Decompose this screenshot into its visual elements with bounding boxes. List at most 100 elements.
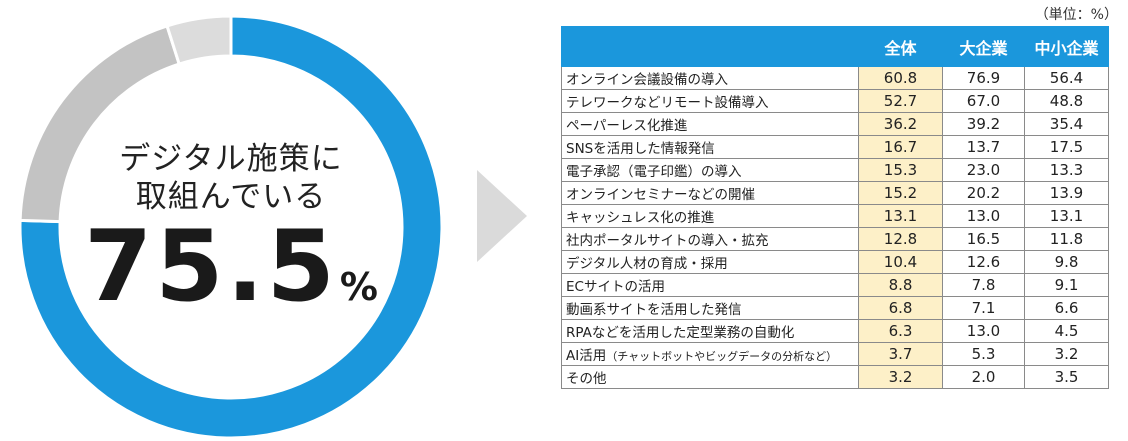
value-cell: 13.0 <box>942 319 1025 343</box>
row-label-text: ECサイトの活用 <box>566 279 665 295</box>
right-arrow-shape <box>477 170 527 262</box>
value-cell: 13.1 <box>858 204 943 228</box>
row-label-text: 電子承認（電子印鑑）の導入 <box>566 164 742 180</box>
value-cell: 16.7 <box>858 135 943 159</box>
value-cell: 13.1 <box>1024 204 1109 228</box>
row-label: 社内ポータルサイトの導入・拡充 <box>561 227 859 251</box>
value-cell: 52.7 <box>858 89 943 113</box>
row-sublabel-text: （チャットボットやビッグデータの分析など） <box>606 350 838 363</box>
unit-label: （単位：%） <box>1034 7 1118 23</box>
value-cell: 5.3 <box>942 342 1025 366</box>
value-cell: 8.8 <box>858 273 943 297</box>
value-cell: 56.4 <box>1024 66 1109 90</box>
value-cell: 2.0 <box>942 365 1025 389</box>
value-cell: 23.0 <box>942 158 1025 182</box>
row-label: キャッシュレス化の推進 <box>561 204 859 228</box>
value-cell: 11.8 <box>1024 227 1109 251</box>
value-cell: 6.3 <box>858 319 943 343</box>
row-label: RPAなどを活用した定型業務の自動化 <box>561 319 859 343</box>
row-label: デジタル人材の育成・採用 <box>561 250 859 274</box>
donut-center-value: 75.5% <box>23 212 439 342</box>
value-cell: 36.2 <box>858 112 943 136</box>
value-cell: 76.9 <box>942 66 1025 90</box>
value-cell: 12.8 <box>858 227 943 251</box>
value-cell: 15.2 <box>858 181 943 205</box>
value-cell: 12.6 <box>942 250 1025 274</box>
row-label-text: 動画系サイトを活用した発信 <box>566 302 742 318</box>
value-cell: 15.3 <box>858 158 943 182</box>
value-cell: 67.0 <box>942 89 1025 113</box>
row-label-text: オンライン会議設備の導入 <box>566 72 728 88</box>
header-blank <box>561 26 859 67</box>
column-header: 中小企業 <box>1024 26 1109 67</box>
row-label: オンライン会議設備の導入 <box>561 66 859 90</box>
row-label-text: SNSを活用した情報発信 <box>566 141 715 157</box>
value-cell: 3.2 <box>858 365 943 389</box>
value-cell: 35.4 <box>1024 112 1109 136</box>
table-header-row: 全体 大企業 中小企業 <box>561 26 1109 67</box>
value-cell: 9.8 <box>1024 250 1109 274</box>
row-label-text: RPAなどを活用した定型業務の自動化 <box>566 325 795 341</box>
donut-caption-line2: 取組んでいる <box>135 179 327 215</box>
value-cell: 20.2 <box>942 181 1025 205</box>
right-arrow-icon <box>477 170 527 262</box>
value-cell: 17.5 <box>1024 135 1109 159</box>
row-label: オンラインセミナーなどの開催 <box>561 181 859 205</box>
value-cell: 13.7 <box>942 135 1025 159</box>
value-cell: 13.9 <box>1024 181 1109 205</box>
row-label-text: デジタル人材の育成・採用 <box>566 256 728 272</box>
value-cell: 4.5 <box>1024 319 1109 343</box>
value-cell: 9.1 <box>1024 273 1109 297</box>
value-cell: 6.6 <box>1024 296 1109 320</box>
value-cell: 3.5 <box>1024 365 1109 389</box>
value-cell: 6.8 <box>858 296 943 320</box>
value-cell: 7.8 <box>942 273 1025 297</box>
value-cell: 39.2 <box>942 112 1025 136</box>
row-label: ペーパーレス化推進 <box>561 112 859 136</box>
column-header: 大企業 <box>942 26 1025 67</box>
row-label: テレワークなどリモート設備導入 <box>561 89 859 113</box>
row-label: ECサイトの活用 <box>561 273 859 297</box>
value-cell: 10.4 <box>858 250 943 274</box>
row-label-text: その他 <box>566 371 607 387</box>
donut-value-number: 75.5 <box>84 210 338 324</box>
row-label: 電子承認（電子印鑑）の導入 <box>561 158 859 182</box>
value-cell: 48.8 <box>1024 89 1109 113</box>
donut-value-percent: % <box>339 265 378 309</box>
value-cell: 3.2 <box>1024 342 1109 366</box>
donut-center-caption: デジタル施策に 取組んでいる <box>23 140 439 216</box>
row-label-text: ペーパーレス化推進 <box>566 118 688 134</box>
row-label-text: テレワークなどリモート設備導入 <box>566 95 769 111</box>
value-cell: 60.8 <box>858 66 943 90</box>
row-label-text: 社内ポータルサイトの導入・拡充 <box>566 233 769 249</box>
donut-slice-main <box>18 14 444 440</box>
column-header: 全体 <box>858 26 943 67</box>
value-cell: 16.5 <box>942 227 1025 251</box>
value-cell: 13.0 <box>942 204 1025 228</box>
value-cell: 3.7 <box>858 342 943 366</box>
donut-chart <box>18 14 444 440</box>
value-cell: 13.3 <box>1024 158 1109 182</box>
row-label: その他 <box>561 365 859 389</box>
row-label-text: キャッシュレス化の推進 <box>566 210 715 226</box>
donut-slice-rest-light <box>165 14 233 66</box>
row-label-text: AI活用 <box>566 348 607 364</box>
row-label: 動画系サイトを活用した発信 <box>561 296 859 320</box>
row-label: SNSを活用した情報発信 <box>561 135 859 159</box>
value-cell: 7.1 <box>942 296 1025 320</box>
row-label: AI活用（チャットボットやビッグデータの分析など） <box>561 342 859 366</box>
